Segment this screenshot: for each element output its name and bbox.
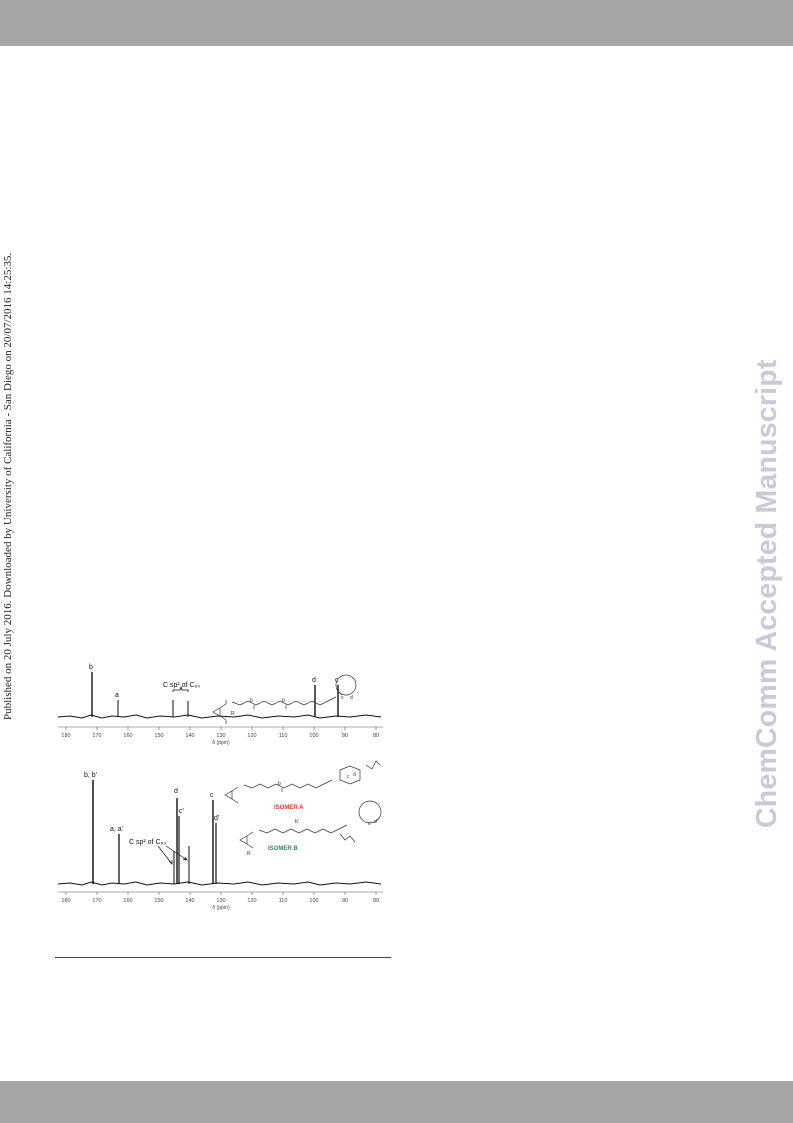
top-tick-90: 90 [342,733,348,739]
bottom-struct-b: b [278,781,281,787]
bottom-label-c: c [210,792,214,799]
top-tick-110: 110 [279,733,288,739]
top-label-b: b [89,664,93,671]
bottom-struct-d: d [353,772,356,778]
top-tick-120: 120 [247,733,256,739]
bottom-tick-100: 100 [309,898,318,904]
top-struct-b1: b [250,698,253,704]
bottom-baseline-trace [57,881,382,886]
top-axis-ticks [65,727,377,730]
bottom-struct-c: c [347,774,350,780]
bottom-struct-d-prime: d' [374,819,378,825]
top-tick-80: 80 [373,733,379,739]
header-bar [0,0,793,46]
bottom-tick-170: 170 [92,898,101,904]
bottom-molecule-structures [224,760,382,849]
top-tick-160: 160 [123,733,132,739]
bottom-axis-ticks [65,892,377,895]
bottom-tick-180: 180 [61,898,70,904]
top-label-csp2: C sp² of C₆₀ [163,682,200,689]
bottom-label-b: b, b' [84,772,97,779]
nmr-spectra-svg: b a C sp² of C₆₀ d c b b c d R [57,664,383,911]
bottom-axis-label: δ (ppm) [212,905,230,911]
nmr-figure: b a C sp² of C₆₀ d c b b c d R [50,630,395,930]
top-axis-label: δ (ppm) [212,740,230,746]
bottom-struct-b-prime: b' [295,819,299,825]
bottom-struct-c-prime: c' [368,821,372,827]
bottom-label-d: d [174,788,178,795]
top-baseline-trace [57,714,382,719]
bottom-tick-160: 160 [123,898,132,904]
top-tick-150: 150 [154,733,163,739]
top-molecule-structure [212,674,357,724]
top-tick-180: 180 [61,733,70,739]
bottom-struct-r: R [247,851,251,857]
isomer-b-label: ISOMER B [268,846,298,852]
bottom-label-d-prime: d' [214,815,219,822]
top-struct-d: d [350,695,353,701]
top-tick-170: 170 [92,733,101,739]
bottom-tick-120: 120 [247,898,256,904]
bottom-tick-110: 110 [279,898,288,904]
top-struct-c: c [341,695,344,701]
accepted-manuscript-watermark: ChemComm Accepted Manuscript [751,359,783,828]
bottom-label-csp2: C sp² of C₆₀ [129,839,166,846]
bottom-tick-130: 130 [216,898,225,904]
bottom-csp2-arrows [157,845,188,865]
isomer-a-label: ISOMER A [274,805,304,811]
top-tick-100: 100 [309,733,318,739]
top-spectrum: b a C sp² of C₆₀ d c b b c d R [57,664,383,746]
bottom-tick-90: 90 [342,898,348,904]
top-label-d: d [312,677,316,684]
top-csp2-bracket [172,685,189,692]
bottom-tick-150: 150 [154,898,163,904]
download-notice: Published on 20 July 2016. Downloaded by… [2,252,14,720]
bottom-label-c-prime: c' [179,808,184,815]
bottom-tick-140: 140 [185,898,194,904]
top-struct-b2: b [282,698,285,704]
bottom-label-a: a, a' [110,826,123,833]
bottom-tick-80: 80 [373,898,379,904]
top-struct-r: R [231,711,235,717]
bottom-spectrum: b, b' a, a' d c' C sp² of C₆₀ c d' b [57,760,383,911]
top-label-a: a [115,692,119,699]
footer-bar [0,1081,793,1123]
top-tick-130: 130 [216,733,225,739]
top-tick-140: 140 [185,733,194,739]
footnote-divider [55,957,391,958]
